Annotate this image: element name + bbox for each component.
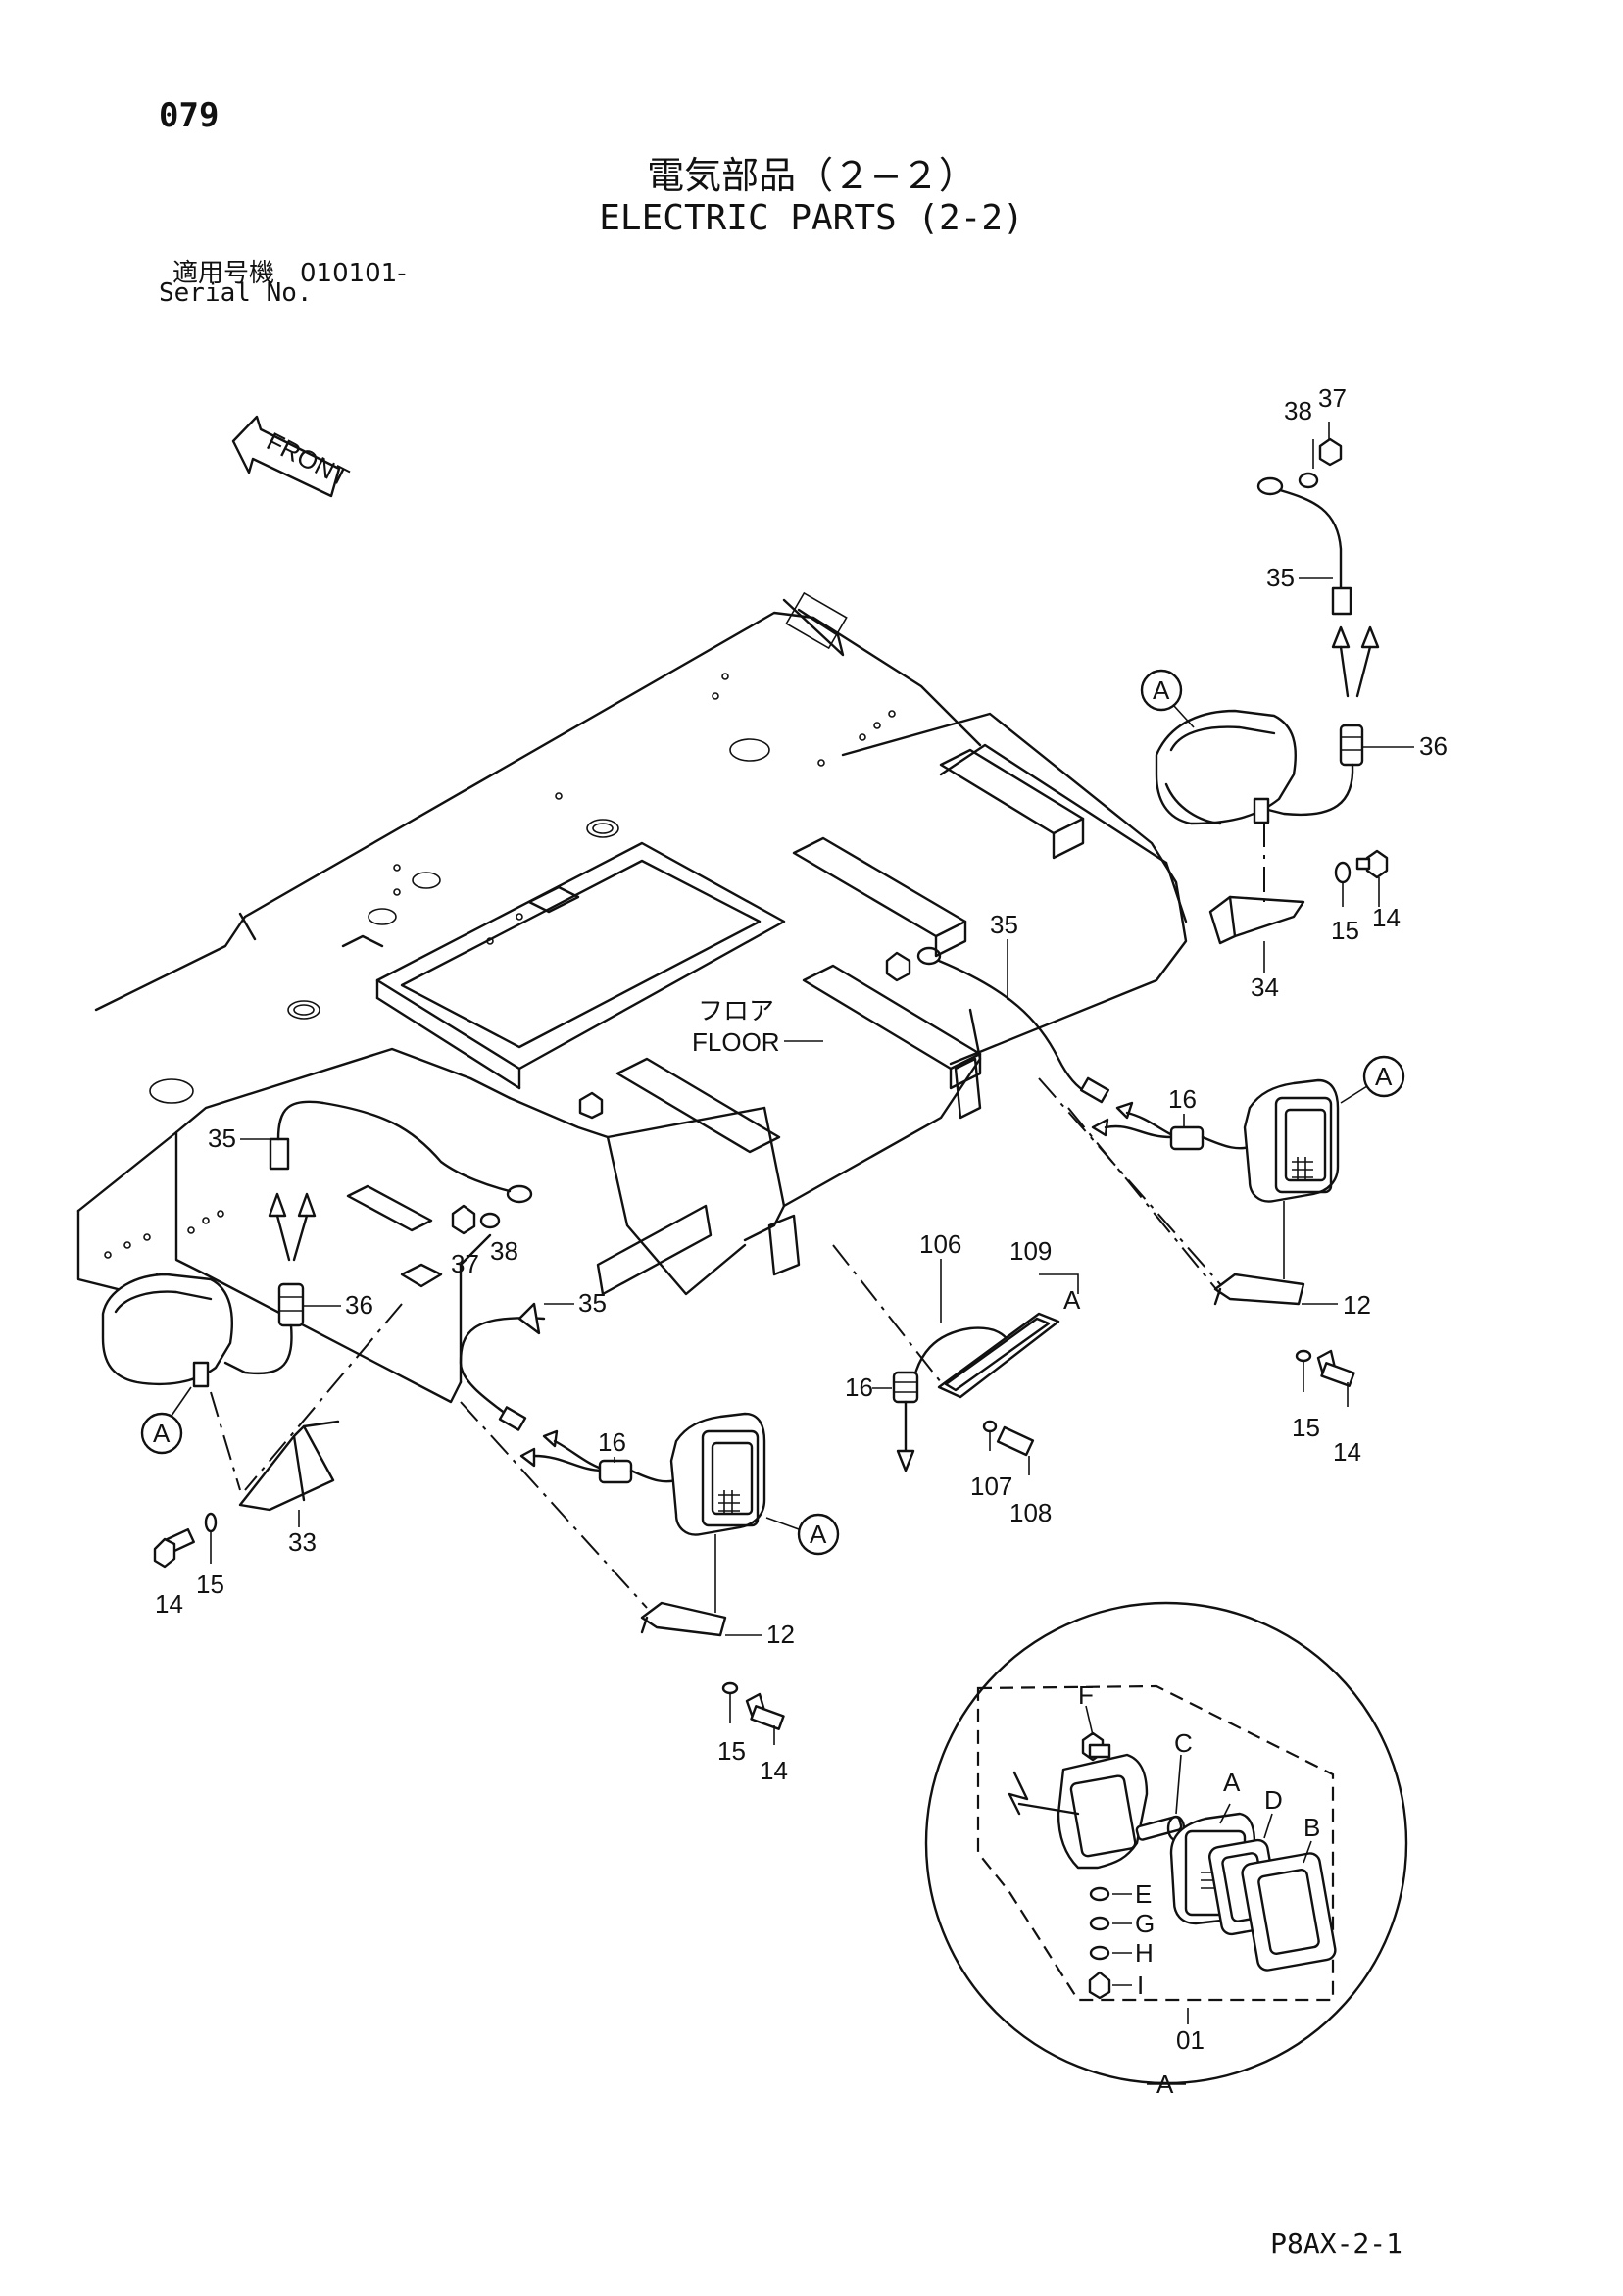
part-label: 15 — [717, 1736, 746, 1766]
part-label: 36 — [1419, 731, 1448, 761]
page-number: 079 — [159, 96, 220, 135]
part-label: 12 — [1343, 1290, 1371, 1320]
part-label: 109 — [1009, 1236, 1052, 1266]
detail-label: F — [1078, 1680, 1094, 1710]
serial-label-japanese: 適用号機 010101- — [172, 259, 407, 288]
assembly-label: 01 — [1176, 2025, 1205, 2055]
part-label: 35 — [990, 910, 1018, 939]
part-label: 106 — [919, 1229, 961, 1259]
part-label: 14 — [155, 1589, 183, 1619]
part-label: 37 — [1318, 383, 1347, 413]
front-arrow-icon: FRONT — [231, 415, 354, 498]
part-label: 16 — [845, 1373, 873, 1402]
part-label: 14 — [760, 1756, 788, 1785]
detail-label: I — [1137, 1971, 1144, 2000]
detail-label: G — [1135, 1909, 1155, 1938]
part-label: 12 — [766, 1620, 795, 1649]
part-callouts: 38 37 35 36 A 14 15 34 35 A 16 12 15 14 … — [140, 383, 1448, 1785]
part-label: 34 — [1251, 973, 1279, 1002]
callout-a: A — [1375, 1062, 1393, 1091]
detail-label: A — [1223, 1768, 1241, 1797]
part-label: 35 — [1266, 563, 1295, 592]
work-lamp-top-right — [1155, 422, 1389, 945]
floor-frame — [76, 591, 1188, 1404]
part-label: 15 — [196, 1570, 224, 1599]
work-lamp-left — [101, 1091, 604, 1569]
serial-label-english: Serial No. — [159, 278, 313, 308]
part-label: 37 — [451, 1249, 479, 1278]
detail-view-label: A — [1156, 2070, 1174, 2099]
part-label: 16 — [1168, 1084, 1197, 1114]
part-label: 15 — [1292, 1413, 1320, 1442]
detail-label: B — [1303, 1813, 1320, 1842]
part-label: 15 — [1331, 916, 1359, 945]
part-label: 16 — [598, 1427, 626, 1457]
floor-label-english: FLOOR — [692, 1027, 780, 1057]
work-lamp-mid-right — [885, 946, 1355, 1407]
title-japanese: 電気部品（２−２） — [647, 154, 976, 197]
detail-label: D — [1264, 1785, 1283, 1815]
part-label: 108 — [1009, 1498, 1052, 1527]
detail-callouts: F C A D B E G H I 01 A — [1078, 1680, 1320, 2099]
part-label: 35 — [578, 1288, 607, 1318]
part-label: 38 — [490, 1236, 518, 1266]
detail-label: C — [1174, 1728, 1193, 1758]
part-label: 36 — [345, 1290, 373, 1320]
document-code: P8AX-2-1 — [1270, 2227, 1402, 2260]
part-label: 14 — [1333, 1437, 1361, 1467]
title-english: ELECTRIC PARTS (2-2) — [599, 198, 1024, 238]
room-lamp-assembly — [892, 1273, 1079, 1475]
part-label: 107 — [970, 1472, 1012, 1501]
detail-label: E — [1135, 1879, 1152, 1909]
part-label: 14 — [1372, 903, 1401, 932]
part-label: 38 — [1284, 396, 1312, 425]
callout-a: A — [153, 1419, 171, 1448]
part-label: 35 — [208, 1123, 236, 1153]
work-lamp-low-middle — [519, 1412, 785, 1745]
floor-label-japanese: フロア — [698, 996, 774, 1025]
detail-view-a — [924, 1601, 1408, 2085]
part-label: 33 — [288, 1527, 317, 1557]
detail-label: H — [1135, 1938, 1154, 1968]
callout-a-text: A — [1063, 1285, 1081, 1315]
callout-a: A — [810, 1520, 827, 1549]
callout-a: A — [1153, 675, 1170, 705]
